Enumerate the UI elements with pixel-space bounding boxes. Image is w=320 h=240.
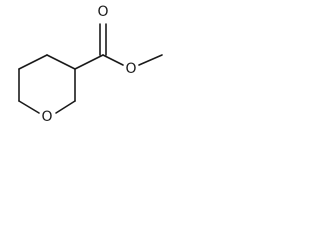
carbonyl-oxygen-label: O <box>97 4 108 20</box>
bond-c6-o1 <box>18 100 40 114</box>
bond-c4-c5 <box>18 54 48 70</box>
bond-ester-oxygen-methyl <box>138 54 163 66</box>
ester-oxygen-label: O <box>125 61 136 77</box>
ring-oxygen-label: O <box>41 109 52 125</box>
structure-diagram: O O O <box>18 4 163 125</box>
bond-c3-carbonyl-carbon <box>74 54 104 70</box>
bond-o1-c2 <box>55 100 76 114</box>
bond-carbonyl-ester-oxygen <box>102 54 124 66</box>
bond-c3-c4 <box>46 54 76 70</box>
